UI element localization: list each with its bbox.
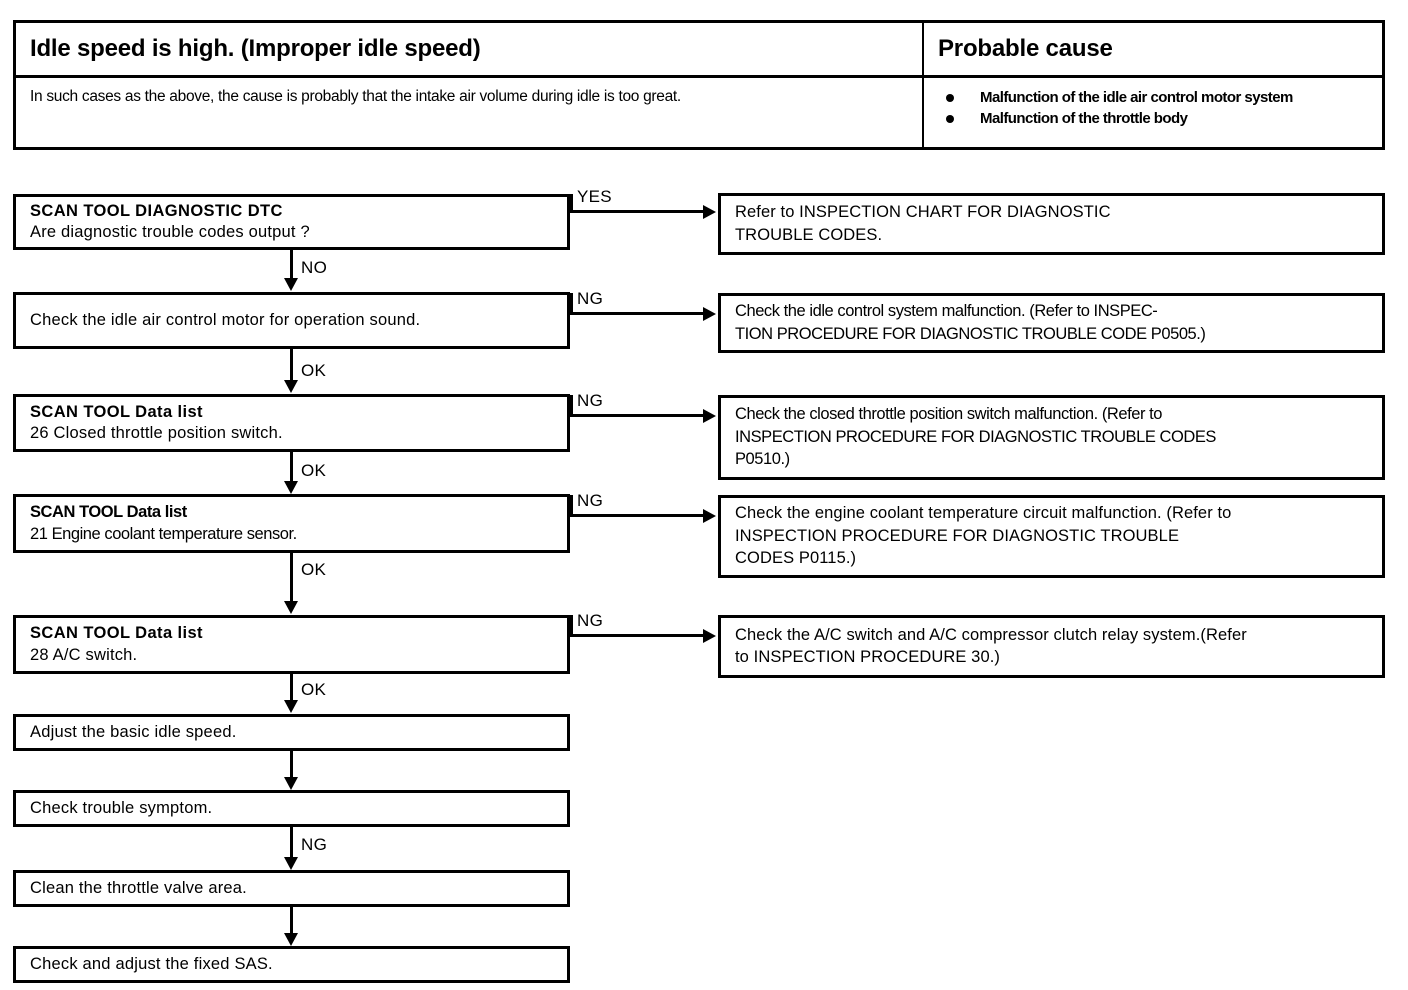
step-box-adjust-basic-idle-speed[interactable]: Adjust the basic idle speed. [13, 714, 570, 751]
result-box-inspection-chart-dtc[interactable]: Refer to INSPECTION CHART FOR DIAGNOSTIC… [718, 193, 1385, 255]
branch-label-ng: NG [577, 611, 604, 630]
connector-vertical [570, 495, 573, 516]
connector-vertical [570, 293, 573, 314]
arrow-down-icon [284, 700, 298, 713]
connector-horizontal [570, 514, 705, 517]
symptom-title: Idle speed is high. (Improper idle speed… [30, 34, 481, 62]
connector-horizontal [570, 312, 705, 315]
arrow-down-icon [284, 601, 298, 614]
step-box-data-list-closed-throttle-position-switch[interactable]: SCAN TOOL Data list 26 Closed throttle p… [13, 394, 570, 452]
arrow-down-icon [284, 933, 298, 946]
result-line: Check the A/C switch and A/C compressor … [735, 625, 1247, 644]
branch-label-ok: OK [301, 680, 327, 699]
result-line: Check the closed throttle position switc… [735, 405, 1162, 424]
step-text: 21 Engine coolant temperature sensor. [30, 524, 297, 543]
result-box-engine-coolant-temperature-p0115[interactable]: Check the engine coolant temperature cir… [718, 495, 1385, 578]
branch-label-ok: OK [301, 461, 327, 480]
connector-vertical [290, 907, 293, 935]
connector-vertical [290, 674, 293, 702]
connector-vertical [570, 194, 573, 212]
symptom-description-cell: In such cases as the above, the cause is… [16, 77, 924, 147]
step-box-scan-tool-diagnostic-dtc[interactable]: SCAN TOOL DIAGNOSTIC DTC Are diagnostic … [13, 194, 570, 250]
arrow-down-icon [284, 278, 298, 291]
arrow-right-icon [703, 629, 716, 643]
probable-cause-cell: Malfunction of the idle air control moto… [924, 78, 1382, 147]
connector-vertical [290, 751, 293, 779]
step-title: SCAN TOOL Data list [30, 503, 187, 522]
step-box-check-iac-motor-sound[interactable]: Check the idle air control motor for ope… [13, 292, 570, 349]
step-text: Check the idle air control motor for ope… [30, 310, 421, 329]
step-box-check-adjust-fixed-sas[interactable]: Check and adjust the fixed SAS. [13, 946, 570, 983]
arrow-down-icon [284, 857, 298, 870]
step-text: Adjust the basic idle speed. [30, 722, 237, 741]
arrow-down-icon [284, 777, 298, 790]
symptom-table-header-row: Idle speed is high. (Improper idle speed… [16, 23, 1382, 78]
step-box-clean-throttle-valve-area[interactable]: Clean the throttle valve area. [13, 870, 570, 907]
arrow-right-icon [703, 307, 716, 321]
symptom-header-cell: Idle speed is high. (Improper idle speed… [16, 23, 924, 75]
result-line: Check the engine coolant temperature cir… [735, 504, 1232, 523]
result-line: INSPECTION PROCEDURE FOR DIAGNOSTIC TROU… [735, 427, 1216, 446]
branch-label-ng: NG [577, 491, 604, 510]
result-line: Check the idle control system malfunctio… [735, 302, 1158, 321]
arrow-down-icon [284, 481, 298, 494]
step-box-data-list-engine-coolant-temperature-sensor[interactable]: SCAN TOOL Data list 21 Engine coolant te… [13, 494, 570, 553]
connector-vertical [290, 349, 293, 381]
step-text: 26 Closed throttle position switch. [30, 424, 283, 442]
step-text: Check trouble symptom. [30, 798, 213, 817]
branch-label-no: NO [301, 258, 328, 277]
probable-cause-item: Malfunction of the idle air control moto… [942, 87, 1293, 109]
arrow-right-icon [703, 205, 716, 219]
connector-vertical [570, 395, 573, 416]
branch-label-ok: OK [301, 361, 327, 380]
connector-vertical [290, 250, 293, 280]
branch-label-ok: OK [301, 560, 327, 579]
connector-vertical [290, 553, 293, 603]
result-line: TION PROCEDURE FOR DIAGNOSTIC TROUBLE CO… [735, 324, 1206, 343]
step-title: SCAN TOOL Data list [30, 402, 203, 421]
result-line: INSPECTION PROCEDURE FOR DIAGNOSTIC TROU… [735, 526, 1180, 545]
arrow-right-icon [703, 409, 716, 423]
result-line: CODES P0115.) [735, 549, 857, 568]
branch-label-ng: NG [577, 391, 604, 410]
connector-horizontal [570, 210, 705, 213]
connector-vertical [290, 827, 293, 859]
result-line: Refer to INSPECTION CHART FOR DIAGNOSTIC [735, 203, 1111, 222]
symptom-table: Idle speed is high. (Improper idle speed… [13, 20, 1385, 150]
connector-horizontal [570, 414, 705, 417]
result-line: P0510.) [735, 450, 790, 469]
connector-horizontal [570, 634, 705, 637]
branch-label-ng: NG [577, 289, 604, 308]
probable-cause-header-cell: Probable cause [924, 23, 1382, 75]
step-text: Are diagnostic trouble codes output ? [30, 223, 310, 241]
step-text: Clean the throttle valve area. [30, 878, 247, 897]
arrow-down-icon [284, 380, 298, 393]
branch-label-ng: NG [301, 835, 328, 854]
result-line: TROUBLE CODES. [735, 225, 883, 244]
result-box-ac-switch-procedure-30[interactable]: Check the A/C switch and A/C compressor … [718, 615, 1385, 678]
probable-cause-title: Probable cause [938, 34, 1113, 62]
step-title: SCAN TOOL Data list [30, 624, 203, 643]
result-box-closed-throttle-position-switch-p0510[interactable]: Check the closed throttle position switc… [718, 395, 1385, 480]
step-title: SCAN TOOL DIAGNOSTIC DTC [30, 201, 283, 220]
symptom-table-body-row: In such cases as the above, the cause is… [16, 77, 1382, 147]
step-box-check-trouble-symptom[interactable]: Check trouble symptom. [13, 790, 570, 827]
arrow-right-icon [703, 509, 716, 523]
step-text: 28 A/C switch. [30, 645, 138, 664]
step-box-data-list-ac-switch[interactable]: SCAN TOOL Data list 28 A/C switch. [13, 615, 570, 674]
probable-cause-list: Malfunction of the idle air control moto… [924, 78, 1301, 131]
connector-vertical [290, 452, 293, 482]
step-text: Check and adjust the fixed SAS. [30, 954, 273, 973]
branch-label-yes: YES [577, 187, 612, 206]
symptom-description: In such cases as the above, the cause is… [30, 87, 681, 105]
result-line: to INSPECTION PROCEDURE 30.) [735, 648, 1001, 666]
result-box-idle-control-system-p0505[interactable]: Check the idle control system malfunctio… [718, 293, 1385, 353]
connector-vertical [570, 615, 573, 636]
probable-cause-item: Malfunction of the throttle body [942, 108, 1293, 130]
